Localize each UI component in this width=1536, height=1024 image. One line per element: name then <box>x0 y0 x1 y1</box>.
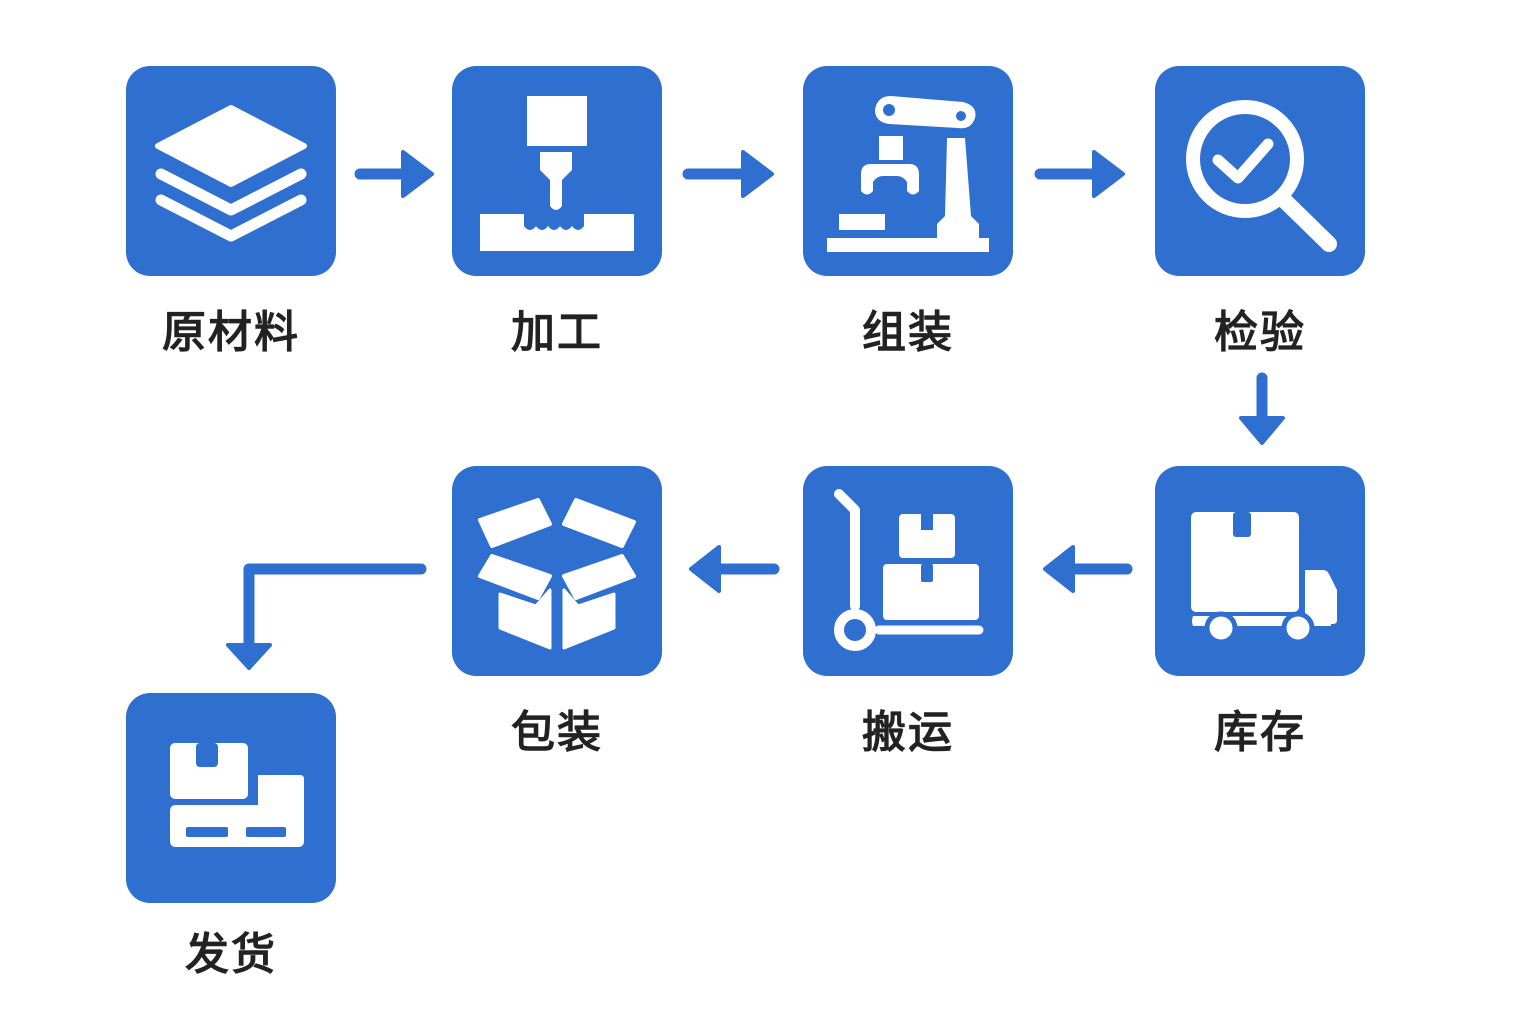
arrow-assembly-to-inspection <box>1034 150 1125 198</box>
arrow-handling-to-packaging <box>689 545 780 593</box>
step-handling[interactable] <box>803 466 1013 676</box>
step-label-raw-materials: 原材料 <box>162 307 300 358</box>
arrow-packaging-to-shipping <box>226 563 427 670</box>
hand-truck-icon <box>834 489 984 651</box>
step-label-inspection: 检验 <box>1214 307 1306 358</box>
step-label-assembly: 组装 <box>862 307 954 358</box>
step-label-processing: 加工 <box>511 307 603 358</box>
delivery-truck-icon <box>1191 512 1337 645</box>
step-label-shipping: 发货 <box>185 929 277 980</box>
step-label-inventory: 库存 <box>1214 707 1306 758</box>
arrow-processing-to-assembly <box>682 150 774 198</box>
cnc-machine-icon <box>480 96 634 251</box>
layers-icon <box>155 105 307 242</box>
step-inventory[interactable] <box>1155 466 1365 676</box>
step-processing[interactable] <box>452 66 662 276</box>
arrow-inventory-to-handling <box>1043 545 1133 593</box>
magnifier-check-icon <box>1186 100 1337 252</box>
step-assembly[interactable] <box>803 66 1013 276</box>
step-shipping[interactable] <box>126 693 336 903</box>
step-raw-materials[interactable] <box>126 66 336 276</box>
pallet-boxes-icon <box>170 743 304 847</box>
open-box-icon <box>478 498 636 650</box>
step-label-packaging: 包装 <box>511 707 603 758</box>
arrow-inspection-to-inventory <box>1239 372 1285 445</box>
arrow-raw-materials-to-processing <box>354 150 434 198</box>
step-packaging[interactable] <box>452 466 662 676</box>
step-label-handling: 搬运 <box>862 707 954 758</box>
step-inspection[interactable] <box>1155 66 1365 276</box>
robot-arm-icon <box>827 96 989 252</box>
